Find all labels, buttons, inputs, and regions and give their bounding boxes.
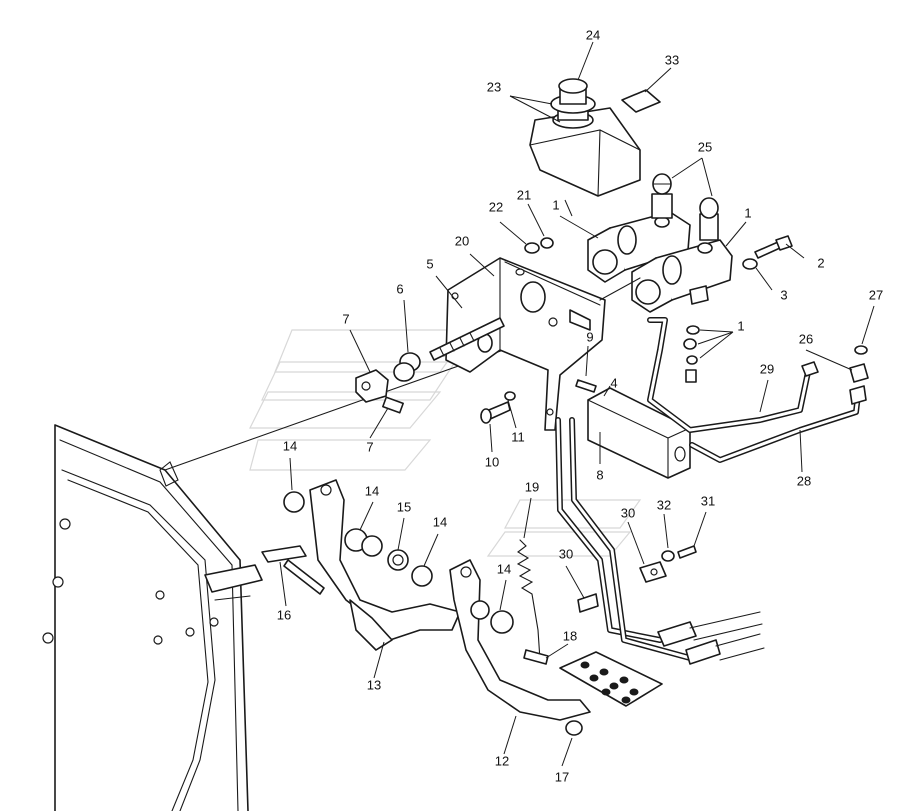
- callout-11: 11: [511, 429, 525, 444]
- washer-3: [742, 258, 758, 270]
- callout-22: 22: [489, 199, 503, 214]
- pipe-fittings: [801, 345, 869, 405]
- callout-1a: 1: [552, 197, 559, 212]
- callout-8: 8: [596, 467, 603, 482]
- master-cylinder-right: [631, 197, 733, 313]
- callout-29: 29: [760, 361, 774, 376]
- pedal-pad: [559, 651, 663, 707]
- callouts: 24 23 33 25 1 1 2 3 1 21 22 20 5 6 7 7 9…: [277, 27, 883, 784]
- callout-5: 5: [426, 256, 433, 271]
- callout-4: 4: [610, 375, 617, 390]
- callout-17: 17: [555, 769, 569, 784]
- callout-32: 32: [657, 497, 671, 512]
- callout-31: 31: [701, 493, 715, 508]
- lower-pipes: [555, 417, 765, 665]
- clutch-pedal-13: [309, 479, 461, 651]
- callout-13: 13: [367, 677, 381, 692]
- callout-14c: 14: [433, 514, 447, 529]
- pipe-clip-30b: [577, 593, 599, 613]
- callout-18: 18: [563, 628, 577, 643]
- callout-27: 27: [869, 287, 883, 302]
- fluid-reservoir: [529, 78, 641, 197]
- bolt-2: [754, 235, 793, 259]
- pedal-shaft-16: [261, 545, 325, 595]
- bushing-15: [387, 549, 409, 571]
- callout-20: 20: [455, 233, 469, 248]
- cab-floor-panel: [42, 329, 561, 811]
- callout-25: 25: [698, 139, 712, 154]
- callout-24: 24: [586, 27, 600, 42]
- pipe-clip-30a: [639, 561, 667, 583]
- callout-7a: 7: [342, 311, 349, 326]
- callout-14a: 14: [283, 438, 297, 453]
- callout-1c: 1: [737, 318, 744, 333]
- washer-17: [565, 720, 583, 736]
- leader-lines: [279, 41, 875, 767]
- bushing-6: [393, 352, 421, 382]
- callout-28: 28: [797, 473, 811, 488]
- decal-label: [621, 89, 661, 113]
- callout-21: 21: [517, 187, 531, 202]
- callout-3: 3: [780, 287, 787, 302]
- callout-15: 15: [397, 499, 411, 514]
- bolt-10: [480, 401, 511, 424]
- washer-11: [504, 391, 516, 401]
- callout-7b: 7: [366, 439, 373, 454]
- callout-10: 10: [485, 454, 499, 469]
- callout-16: 16: [277, 607, 291, 622]
- panel-bolts: [42, 518, 219, 645]
- callout-14b: 14: [365, 483, 379, 498]
- callout-33: 33: [665, 52, 679, 67]
- callout-26: 26: [799, 331, 813, 346]
- threaded-stud: [429, 317, 505, 361]
- callout-30b: 30: [559, 546, 573, 561]
- callout-19: 19: [525, 479, 539, 494]
- callout-14d: 14: [497, 561, 511, 576]
- brake-pipe-29: [647, 317, 811, 433]
- callout-12: 12: [495, 753, 509, 768]
- bolt-31: [677, 545, 697, 559]
- clevis-7: [355, 369, 404, 414]
- callout-1b: 1: [744, 205, 751, 220]
- return-spring: [516, 539, 541, 661]
- bushings-14: [283, 491, 514, 634]
- callout-2: 2: [817, 255, 824, 270]
- pin-9: [575, 379, 597, 393]
- callout-6: 6: [396, 281, 403, 296]
- callout-30a: 30: [621, 505, 635, 520]
- pin-18: [523, 649, 549, 665]
- pedal-shaft: [587, 387, 691, 479]
- callout-23: 23: [487, 79, 501, 94]
- washer-22: [524, 242, 540, 254]
- washer-32: [661, 550, 675, 562]
- callout-9: 9: [586, 329, 593, 344]
- fittings-stack: [683, 325, 700, 383]
- washer-21: [540, 237, 554, 249]
- pedal-bracket: [445, 257, 641, 431]
- brake-pedal-12: [449, 559, 591, 721]
